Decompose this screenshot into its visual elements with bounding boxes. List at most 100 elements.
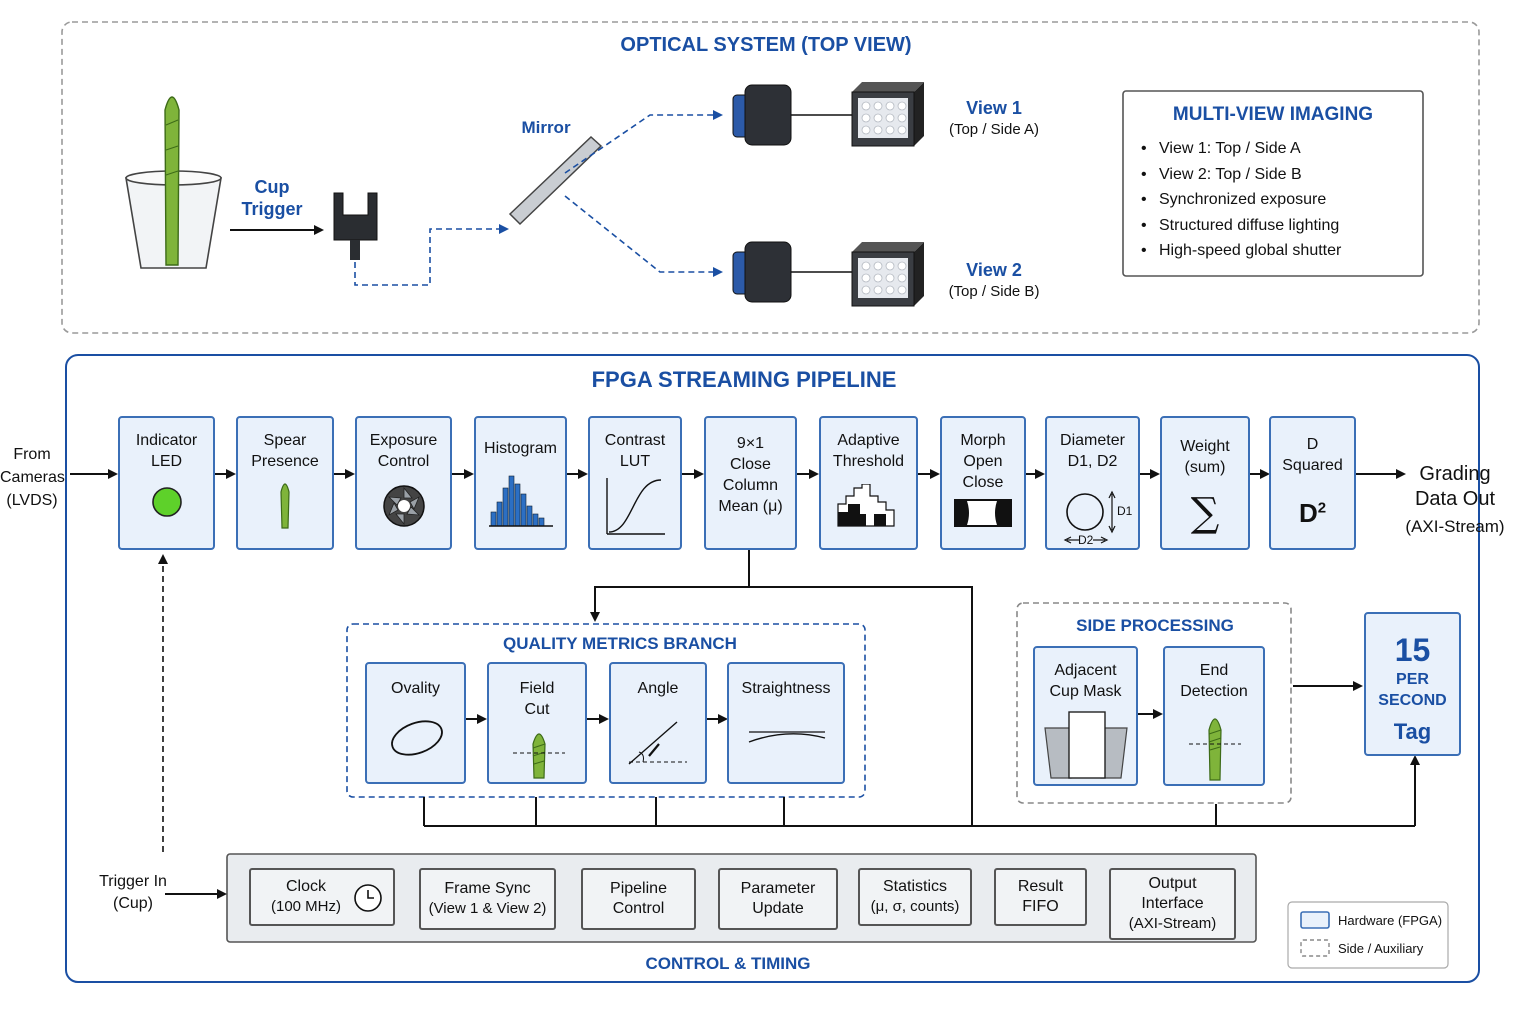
multiview-item: Synchronized exposure bbox=[1141, 187, 1341, 213]
quality-title: QUALITY METRICS BRANCH bbox=[503, 634, 737, 653]
stage-label: Indicator LED bbox=[135, 432, 198, 470]
histogram-icon bbox=[488, 475, 553, 527]
stage-diameter[interactable]: Diameter D1, D2 D1 D2 bbox=[1045, 416, 1140, 550]
legend-side-label: Side / Auxiliary bbox=[1338, 941, 1424, 956]
control-title: CONTROL & TIMING bbox=[645, 954, 811, 973]
stage-indicator-led[interactable]: Indicator LED bbox=[118, 416, 215, 550]
control-pipeline-control[interactable]: Pipeline Control bbox=[581, 868, 696, 930]
multiview-title: MULTI-VIEW IMAGING bbox=[1172, 104, 1374, 125]
pipeline-title: FPGA STREAMING PIPELINE bbox=[591, 367, 897, 392]
s-curve-icon bbox=[606, 478, 665, 535]
control-frame-sync[interactable]: Frame Sync (View 1 & View 2) bbox=[419, 868, 556, 930]
quality-branch-frame bbox=[346, 623, 866, 798]
control-result-fifo[interactable]: Result FIFO bbox=[994, 868, 1087, 926]
diameter-d1-label: D1 bbox=[1117, 504, 1133, 518]
camera-1-icon bbox=[732, 84, 852, 146]
side-label: End Detection bbox=[1180, 662, 1248, 700]
rate-per: PER bbox=[1396, 671, 1429, 688]
rate-number: 15 bbox=[1394, 632, 1431, 668]
diameter-d2-label: D2 bbox=[1078, 533, 1094, 547]
spear-icon bbox=[280, 483, 290, 529]
d-squared-exp: 2 bbox=[1317, 499, 1327, 517]
control-title: Result bbox=[1017, 878, 1064, 895]
control-title: Pipeline bbox=[610, 880, 667, 897]
stage-label: Histogram bbox=[484, 440, 557, 457]
stage-label: Exposure Control bbox=[369, 432, 438, 470]
rate-tag-label: Tag bbox=[1393, 719, 1432, 744]
quality-label: Ovality bbox=[391, 680, 440, 697]
stage-label: D Squared bbox=[1282, 436, 1343, 474]
stage-contrast-lut[interactable]: Contrast LUT bbox=[588, 416, 682, 550]
pipeline-input-label: From Cameras (LVDS) bbox=[0, 446, 65, 509]
side-adjacent-cup-mask[interactable]: Adjacent Cup Mask bbox=[1033, 646, 1138, 786]
stage-label: Adaptive Threshold bbox=[832, 432, 905, 470]
stage-label: Morph Open Close bbox=[960, 432, 1006, 491]
multiview-item: High-speed global shutter bbox=[1141, 238, 1341, 264]
quality-label: Angle bbox=[637, 680, 679, 697]
control-output-interface[interactable]: Output Interface (AXI-Stream) bbox=[1109, 868, 1236, 940]
quality-label: Straightness bbox=[741, 680, 831, 697]
control-sub: (μ, σ, counts) bbox=[870, 898, 960, 915]
multiview-list: View 1: Top / Side A View 2: Top / Side … bbox=[1141, 136, 1341, 264]
rate-second: SECOND bbox=[1378, 692, 1447, 709]
control-sub: (100 MHz) bbox=[270, 898, 341, 915]
d-squared-base: D bbox=[1298, 498, 1318, 528]
view2-sub: (Top / Side B) bbox=[948, 283, 1040, 300]
control-title: Parameter bbox=[740, 880, 816, 897]
legend-hardware-swatch bbox=[1300, 911, 1330, 929]
control-statistics[interactable]: Statistics (μ, σ, counts) bbox=[858, 868, 972, 926]
view2-title: View 2 bbox=[966, 260, 1022, 280]
quality-field-cut[interactable]: Field Cut bbox=[487, 662, 587, 784]
side-processing-frame bbox=[1016, 602, 1292, 804]
multiview-item: View 2: Top / Side B bbox=[1141, 162, 1341, 188]
control-title: Output Interface bbox=[1141, 875, 1204, 912]
quality-angle[interactable]: Angle bbox=[609, 662, 707, 784]
control-title: Frame Sync bbox=[444, 880, 531, 897]
threshold-icon bbox=[836, 484, 895, 527]
multiview-item: Structured diffuse lighting bbox=[1141, 213, 1341, 239]
stage-histogram[interactable]: Histogram bbox=[474, 416, 567, 550]
diameter-icon bbox=[1063, 490, 1116, 544]
stage-label: Contrast LUT bbox=[604, 432, 666, 470]
morph-icon bbox=[954, 499, 1012, 527]
side-label: Adjacent Cup Mask bbox=[1049, 662, 1122, 700]
angle-icon bbox=[628, 721, 687, 765]
control-title: Statistics bbox=[882, 878, 947, 895]
stage-label: 9×1 Close Column Mean (μ) bbox=[718, 435, 783, 515]
ellipse-icon bbox=[391, 720, 443, 756]
light-panel-2-icon bbox=[851, 242, 924, 307]
stage-label: Weight (sum) bbox=[1180, 438, 1230, 476]
stage-spear-presence[interactable]: Spear Presence bbox=[236, 416, 334, 550]
mirror-icon bbox=[508, 135, 603, 226]
quality-straightness[interactable]: Straightness bbox=[727, 662, 845, 784]
side-end-detection[interactable]: End Detection bbox=[1163, 646, 1265, 786]
view1-title: View 1 bbox=[966, 98, 1022, 118]
photo-sensor-icon bbox=[333, 192, 378, 260]
pipeline-output-label: Grading Data Out bbox=[1414, 463, 1496, 510]
control-sub: Update bbox=[752, 900, 804, 917]
legend-hardware-label: Hardware (FPGA) bbox=[1338, 913, 1443, 928]
stage-close-column-mean[interactable]: 9×1 Close Column Mean (μ) bbox=[704, 416, 797, 550]
control-sub: FIFO bbox=[1022, 898, 1059, 915]
stage-adaptive-threshold[interactable]: Adaptive Threshold bbox=[819, 416, 918, 550]
light-panel-1-icon bbox=[851, 82, 924, 147]
pipeline-output-sub: (AXI-Stream) bbox=[1405, 517, 1505, 536]
stage-morph-open-close[interactable]: Morph Open Close bbox=[940, 416, 1026, 550]
cup-trigger-label: Cup Trigger bbox=[241, 177, 303, 219]
stage-d-squared[interactable]: D Squared D2 bbox=[1269, 416, 1356, 550]
pipeline-frame bbox=[65, 354, 1480, 983]
straightness-icon bbox=[748, 731, 826, 743]
multiview-item: View 1: Top / Side A bbox=[1141, 136, 1341, 162]
mirror-label: Mirror bbox=[521, 118, 571, 137]
rate-tag-box[interactable]: 15 PER SECOND Tag bbox=[1364, 612, 1461, 756]
control-parameter-update[interactable]: Parameter Update bbox=[718, 868, 838, 930]
cup-with-spear-icon bbox=[125, 96, 222, 269]
control-clock[interactable]: Clock (100 MHz) bbox=[249, 868, 395, 926]
clock-icon bbox=[354, 884, 382, 912]
quality-ovality[interactable]: Ovality bbox=[365, 662, 466, 784]
led-icon bbox=[151, 487, 182, 517]
legend-side-swatch bbox=[1300, 939, 1330, 957]
stage-weight-sum[interactable]: Weight (sum) ∑ bbox=[1160, 416, 1250, 550]
stage-exposure-control[interactable]: Exposure Control bbox=[355, 416, 452, 550]
d-squared-icon: D2 bbox=[1271, 498, 1354, 529]
